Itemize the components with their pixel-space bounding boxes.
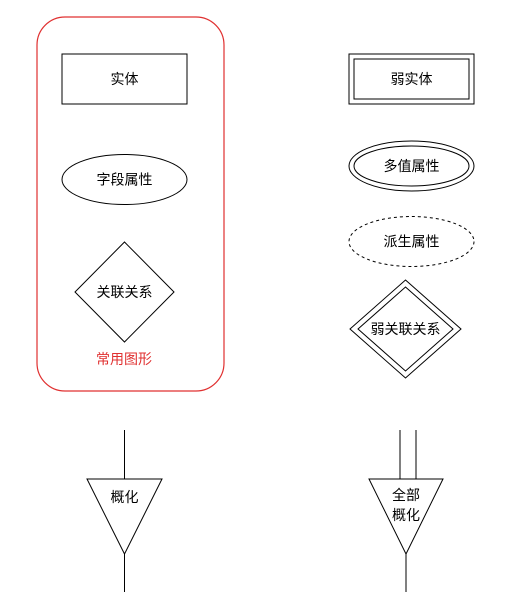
derived-attribute-shape: 派生属性 bbox=[348, 216, 475, 267]
relationship-shape: 关联关系 bbox=[74, 241, 175, 343]
generalization-label: 概化 bbox=[111, 490, 139, 506]
attribute-shape: 字段属性 bbox=[61, 154, 188, 205]
attribute-label: 字段属性 bbox=[97, 173, 153, 189]
multivalued-attribute-label: 多值属性 bbox=[384, 158, 440, 175]
entity-label: 实体 bbox=[111, 72, 139, 88]
multivalued-attribute-shape: 多值属性 bbox=[348, 140, 475, 192]
total-generalization-label-line2: 概化 bbox=[392, 508, 420, 524]
common-shapes-group-frame bbox=[36, 16, 225, 392]
generalization-shape: 概化 bbox=[86, 430, 163, 592]
derived-attribute-label: 派生属性 bbox=[384, 235, 440, 251]
weak-relationship-label: 弱关联关系 bbox=[371, 322, 441, 338]
total-generalization-shape: 全部 概化 bbox=[368, 430, 444, 592]
weak-entity-label: 弱实体 bbox=[391, 72, 433, 88]
weak-relationship-shape: 弱关联关系 bbox=[349, 279, 462, 379]
common-shapes-caption: 常用图形 bbox=[96, 352, 152, 368]
total-generalization-label-line1: 全部 bbox=[392, 487, 420, 504]
entity-shape: 实体 bbox=[61, 53, 188, 105]
relationship-label: 关联关系 bbox=[97, 285, 153, 301]
weak-entity-shape: 弱实体 bbox=[348, 53, 475, 105]
